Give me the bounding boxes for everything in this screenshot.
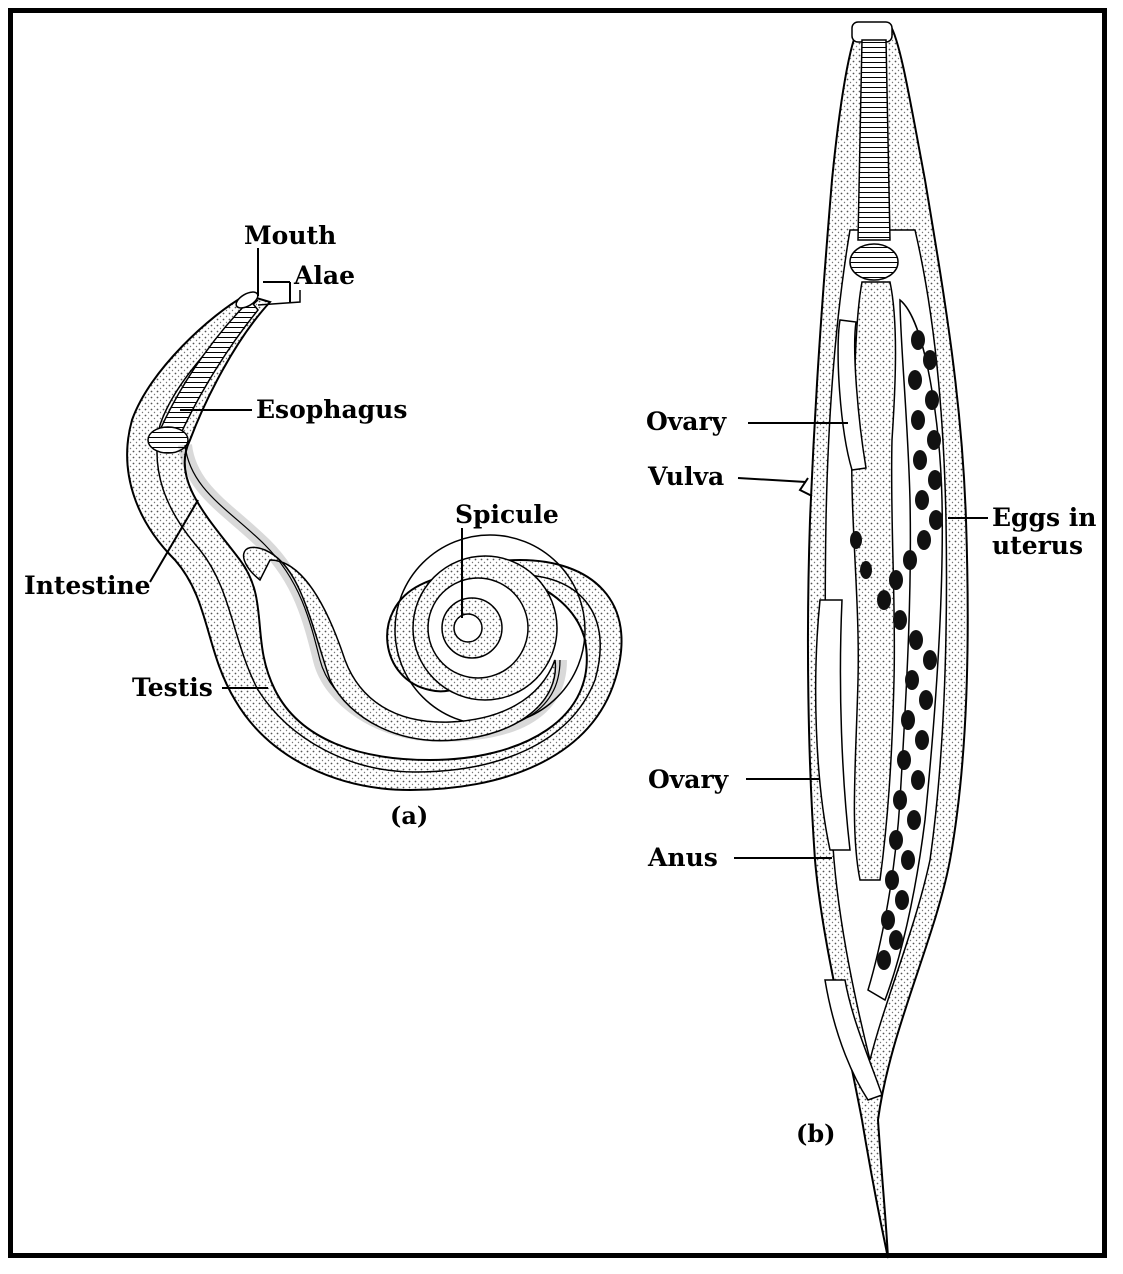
male-worm xyxy=(127,289,621,790)
label-eggs-in: Eggs in xyxy=(992,504,1096,532)
female-worm xyxy=(800,22,968,1258)
label-esophagus: Esophagus xyxy=(256,396,407,424)
female-esophagus xyxy=(858,40,890,240)
label-alae: Alae xyxy=(294,262,355,290)
label-ovary-upper: Ovary xyxy=(646,408,726,436)
label-testis: Testis xyxy=(132,674,213,702)
label-ovary-lower: Ovary xyxy=(648,766,728,794)
label-mouth: Mouth xyxy=(244,222,336,250)
label-intestine: Intestine xyxy=(24,572,151,600)
label-vulva: Vulva xyxy=(648,463,724,491)
female-intestine xyxy=(852,282,896,880)
caption-b: (b) xyxy=(796,1120,836,1148)
label-anus: Anus xyxy=(648,844,718,872)
female-esophageal-bulb xyxy=(850,244,898,280)
label-spicule: Spicule xyxy=(455,501,559,529)
label-uterus: uterus xyxy=(992,532,1083,560)
caption-a: (a) xyxy=(390,802,428,830)
